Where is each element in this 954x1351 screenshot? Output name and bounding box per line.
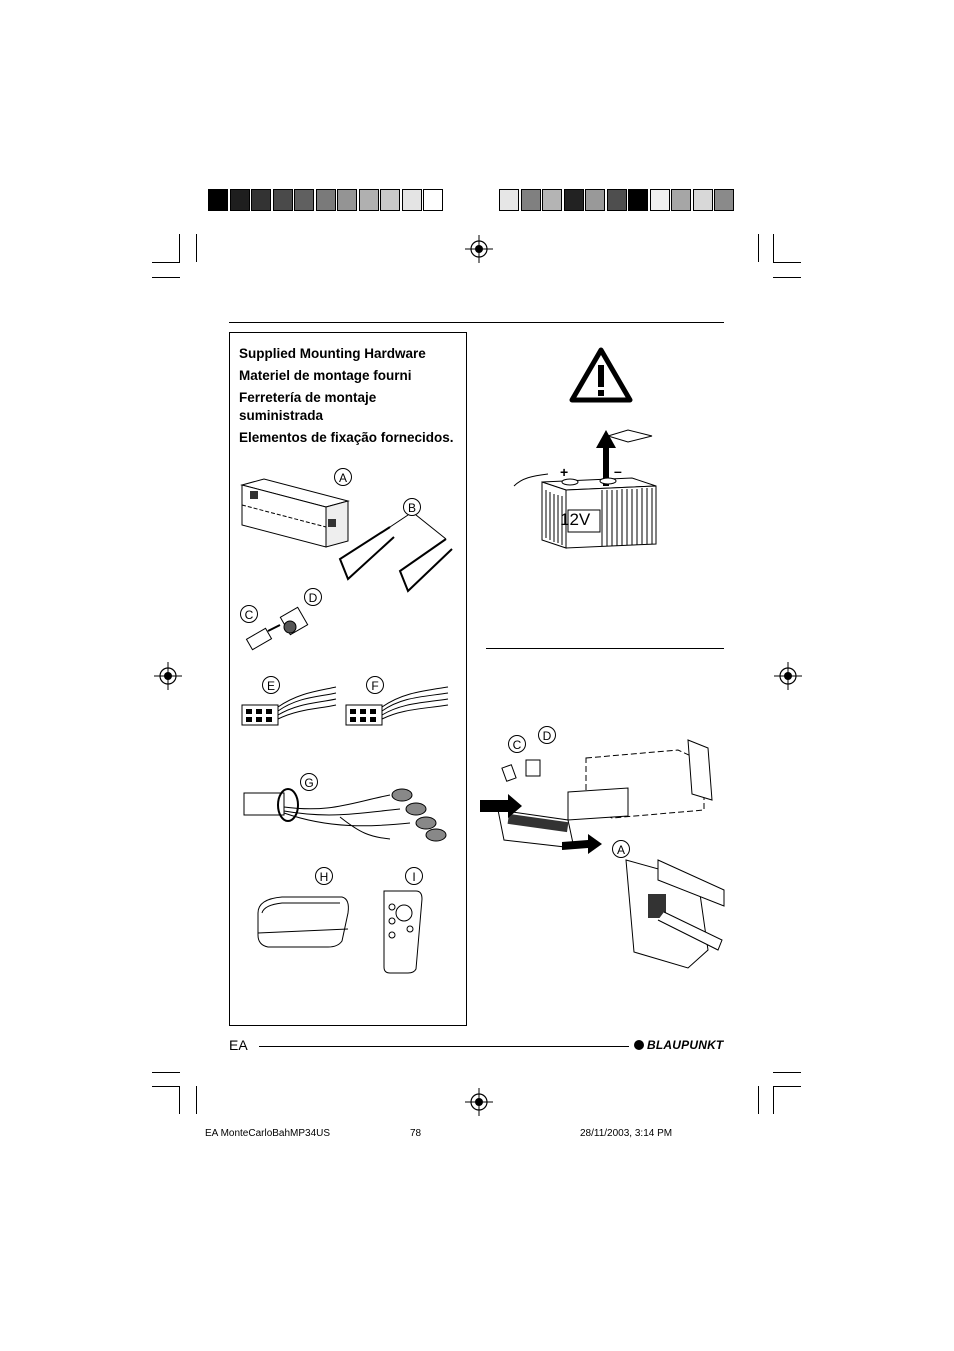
- part-label-i: I: [405, 867, 423, 885]
- brand-dot-icon: [634, 1040, 644, 1050]
- color-swatch: [649, 189, 670, 211]
- remote-control-illustration: [383, 890, 423, 974]
- color-swatch: [692, 189, 713, 211]
- color-bar-right: [499, 189, 736, 213]
- color-swatch: [606, 189, 627, 211]
- brand-name: BLAUPUNKT: [647, 1038, 724, 1052]
- color-swatch: [520, 189, 541, 211]
- crop-mark: [773, 277, 801, 278]
- crop-mark: [773, 1072, 801, 1073]
- color-swatch: [401, 189, 422, 211]
- color-swatch: [563, 189, 584, 211]
- color-swatch: [229, 189, 250, 211]
- part-label-h: H: [315, 867, 333, 885]
- crop-mark: [152, 1072, 180, 1073]
- part-label-a: A: [334, 468, 352, 486]
- crop-mark: [152, 262, 180, 263]
- install-label-c: C: [508, 735, 526, 753]
- connector-f-illustration: [345, 686, 449, 726]
- color-swatch: [380, 189, 400, 211]
- color-swatch: [671, 189, 691, 211]
- crop-mark: [179, 234, 180, 262]
- connector-e-illustration: [241, 686, 337, 726]
- color-swatch: [272, 189, 293, 211]
- install-label-d: D: [538, 726, 556, 744]
- color-swatch: [423, 189, 443, 211]
- color-swatch: [358, 189, 379, 211]
- crop-mark: [152, 1086, 180, 1087]
- footer-rule: [259, 1046, 629, 1047]
- hardware-title-en: Supplied Mounting Hardware: [239, 346, 426, 361]
- crop-mark: [758, 1086, 759, 1114]
- color-swatch: [714, 189, 734, 211]
- battery-plus: +: [560, 464, 569, 480]
- color-swatch: [337, 189, 357, 211]
- footer-date: 28/11/2003, 3:14 PM: [580, 1128, 673, 1139]
- crop-mark: [179, 1086, 180, 1114]
- part-label-d: D: [304, 588, 322, 606]
- color-swatch: [628, 189, 648, 211]
- hardware-title-fr: Materiel de montage fourni: [239, 368, 412, 383]
- crop-mark: [152, 277, 180, 278]
- install-label-a: A: [612, 840, 630, 858]
- brand-logo: BLAUPUNKT: [634, 1038, 723, 1052]
- battery-minus: –: [614, 463, 622, 479]
- part-label-g: G: [300, 773, 318, 791]
- color-swatch: [542, 189, 562, 211]
- crop-mark: [773, 262, 801, 263]
- color-swatch: [585, 189, 605, 211]
- hardware-title-es: Ferretería de montaje suministrada: [239, 390, 377, 423]
- registration-mark-icon: [465, 1088, 493, 1116]
- crop-mark: [773, 1086, 774, 1114]
- registration-mark-icon: [774, 662, 802, 690]
- registration-mark-icon: [465, 235, 493, 263]
- part-label-f: F: [366, 676, 384, 694]
- part-label-e: E: [262, 676, 280, 694]
- bolt-c-illustration: [245, 624, 281, 651]
- color-swatch: [294, 189, 314, 211]
- color-bar-left: [208, 189, 445, 213]
- section-code: EA: [229, 1037, 248, 1053]
- battery-illustration: 12V + –: [512, 428, 662, 558]
- warning-icon: [569, 347, 633, 403]
- storage-case-illustration: [257, 896, 349, 948]
- cable-harness-illustration: [243, 788, 447, 842]
- registration-mark-icon: [154, 662, 182, 690]
- mounting-cage-illustration: [240, 478, 350, 548]
- header-rule: [229, 322, 724, 323]
- battery-voltage: 12V: [560, 510, 591, 529]
- color-swatch: [315, 189, 336, 211]
- crop-mark: [773, 234, 774, 262]
- crop-mark: [773, 1086, 801, 1087]
- color-swatch: [499, 189, 519, 211]
- supplied-hardware-panel: Supplied Mounting Hardware Materiel de m…: [229, 332, 467, 1026]
- color-swatch: [208, 189, 228, 211]
- footer-page-number: 78: [410, 1128, 422, 1139]
- removal-keys-illustration: [338, 514, 453, 593]
- footer-filename: EA MonteCarloBahMP34US: [205, 1128, 331, 1139]
- color-swatch: [251, 189, 271, 211]
- section-rule: [486, 648, 724, 649]
- part-label-b: B: [403, 498, 421, 516]
- hardware-title-pt: Elementos de fixação fornecidos.: [239, 430, 454, 445]
- bolt-d-illustration: [279, 606, 309, 636]
- crop-mark: [758, 234, 759, 262]
- installation-illustration: [480, 739, 725, 969]
- part-label-c: C: [240, 605, 258, 623]
- crop-mark: [196, 1086, 197, 1114]
- crop-mark: [196, 234, 197, 262]
